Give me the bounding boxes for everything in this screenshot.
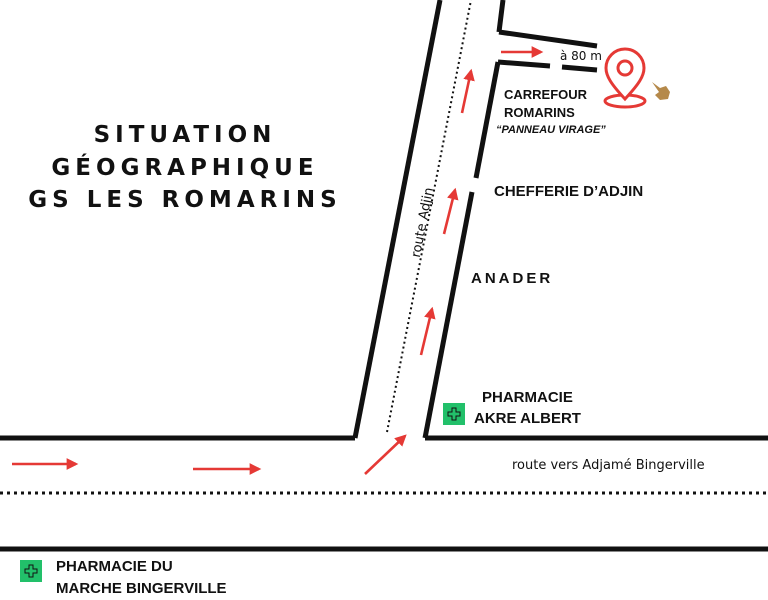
side-road-bottom-edge-end	[561, 64, 598, 73]
pointing-hand-icon	[652, 82, 670, 100]
carrefour-label-line-1: CARREFOUR	[504, 87, 588, 102]
pharmacie-marche-label-line-1: PHARMACIE DU	[56, 558, 173, 575]
side-road-top-edge	[498, 29, 598, 49]
carrefour-label-line-2: ROMARINS	[504, 105, 575, 120]
side-road-bottom-edge	[497, 59, 551, 69]
map-title-line-1: SITUATION	[93, 122, 277, 148]
adjin-edge-right-lower	[422, 191, 475, 439]
direction-arrow	[364, 434, 407, 475]
pharmacy-cross-icon	[443, 403, 465, 425]
carrefour-label-line-3: “PANNEAU VIRAGE”	[496, 124, 606, 136]
direction-arrow	[419, 306, 436, 356]
direction-arrow	[442, 187, 459, 235]
anader-label: ANADER	[471, 270, 554, 287]
direction-arrow	[460, 68, 475, 114]
pharmacie-akre-label-line-1: PHARMACIE	[482, 389, 573, 406]
route-bingerville-label: route vers Adjamé Bingerville	[512, 458, 705, 473]
map-title-line-3: GS LES ROMARINS	[28, 187, 342, 213]
adjin-edge-right-top	[496, 0, 506, 33]
pharmacy-cross-icon	[20, 560, 42, 582]
chefferie-label: CHEFFERIE D’ADJIN	[494, 183, 644, 200]
adjin-edge-right-upper	[473, 61, 501, 179]
pharmacie-marche-label-line-2: MARCHE BINGERVILLE	[56, 580, 227, 597]
adjin-edge-left	[352, 0, 443, 439]
map-title-line-2: GÉOGRAPHIQUE	[51, 155, 319, 181]
adjin-center-dotted	[386, 0, 472, 433]
pharmacie-akre-label-line-2: AKRE ALBERT	[474, 410, 581, 427]
distance-label: à 80 m	[560, 49, 602, 63]
map-pin-icon	[603, 47, 647, 109]
